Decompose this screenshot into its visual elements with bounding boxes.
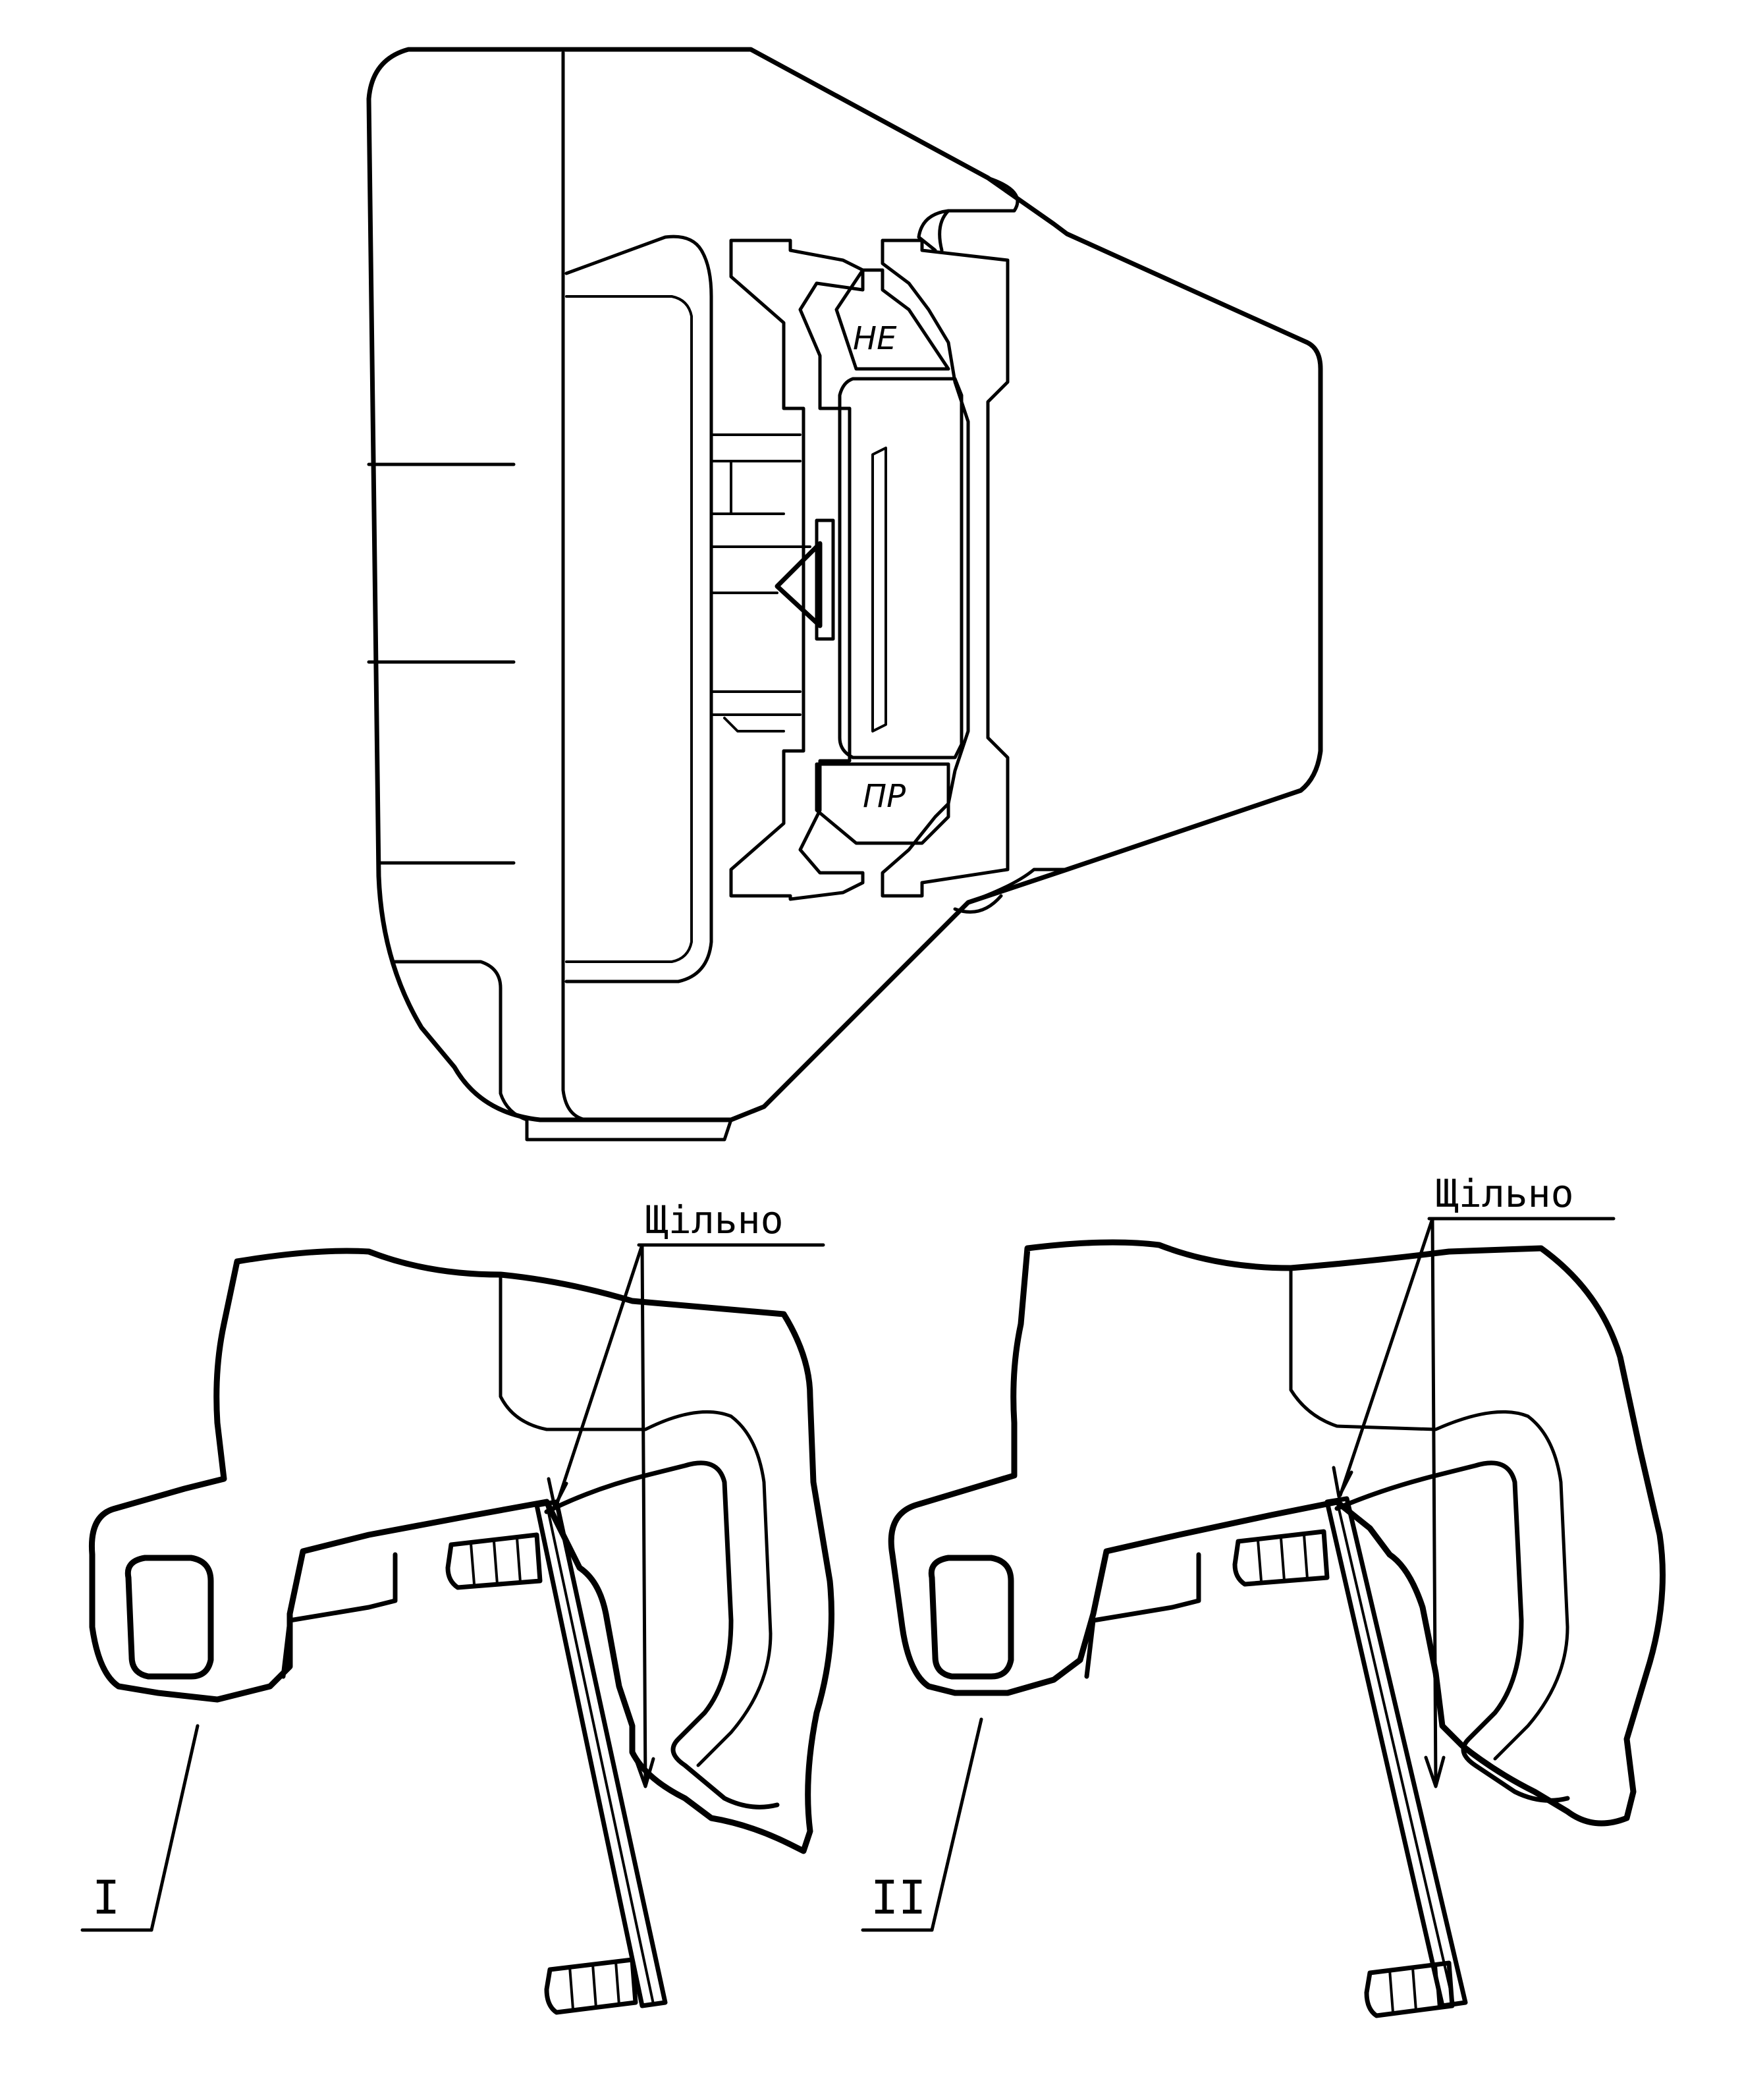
detail-right-arrowhead-1 [1332,1466,1353,1499]
heel-outline [393,960,529,1122]
detail-left-bolt-line [545,1503,655,2005]
detail-right-bolt-head-lower [1364,1960,1455,2018]
detail-right-callout-label: Щільно [1436,1171,1574,1216]
gauge-center-window [838,377,964,760]
detail-left-bolt-head-lower [544,1957,638,2015]
detail-right-step [1084,1552,1201,1679]
detail-left-slot [124,1555,214,1680]
detail-left-leader-2 [640,1243,647,1787]
detail-left-bolt-head-lower-lines [568,1960,620,2010]
pointer-triangle [775,541,823,628]
gauge-lower-block [815,762,950,845]
detail-left-arrowhead-2 [634,1757,655,1788]
lower-shoulder [966,868,1069,904]
detail-right-hook [1334,1460,1570,1803]
inner-frame-line [565,295,693,963]
detail-left-bolt-shaft [534,1499,668,2008]
detail-left-roman-label: I [92,1871,120,1925]
detail-right-bolt-line [1336,1499,1455,2005]
detail-left-step [281,1552,398,1679]
lower-shoulder-inner [953,894,1003,914]
gauge-window-slot [871,447,887,732]
detail-left: Щільно I [80,1198,834,2015]
heel-strip [525,1118,733,1142]
detail-right-bolt-head-lower-lines [1388,1964,1440,2014]
inner-frame [564,235,713,983]
detail-left-inner-arch [499,1273,773,1767]
detail-left-bolt-head-upper [445,1532,543,1590]
gauge-right-bracket [881,238,1010,898]
detail-right-inner-arch [1289,1266,1569,1761]
lower-zone-label: ПР [863,778,906,815]
housing-outline [366,47,1323,1122]
connector-rails [710,433,811,716]
pointer-stem [815,518,835,641]
detail-right-slot [928,1555,1014,1680]
housing-divider [561,51,588,1122]
detail-right: Щільно II [861,1171,1666,2018]
detail-right-leader-2 [1430,1217,1438,1787]
top-view-assembly: НЕ ПР [366,47,1323,1142]
connector-notch [723,460,785,732]
detail-left-roman-leader [150,1724,200,1932]
upper-shoulder [917,176,1020,252]
detail-right-bolt-head-upper-lines [1257,1534,1309,1582]
detail-left-bolt-head-upper-lines [470,1537,522,1586]
gauge-left-bracket [729,238,865,901]
detail-right-leader-1 [1338,1217,1434,1497]
detail-right-bolt-head-upper [1232,1529,1330,1587]
gauge-upper-block [834,268,950,371]
detail-right-body [888,1239,1666,1827]
upper-zone-label: НЕ [853,320,897,357]
detail-left-body [88,1248,834,1854]
detail-right-bolt-shaft [1324,1496,1468,2008]
detail-right-roman-leader [930,1717,983,1932]
detail-left-arrowhead-1 [547,1477,568,1508]
detail-left-leader-1 [555,1243,644,1507]
detail-right-arrowhead-2 [1424,1755,1446,1788]
detail-left-hook [544,1460,780,1810]
upper-shoulder-inner [938,209,950,252]
detail-left-callout-label: Щільно [645,1198,784,1242]
detail-right-roman-label: II [871,1871,926,1925]
